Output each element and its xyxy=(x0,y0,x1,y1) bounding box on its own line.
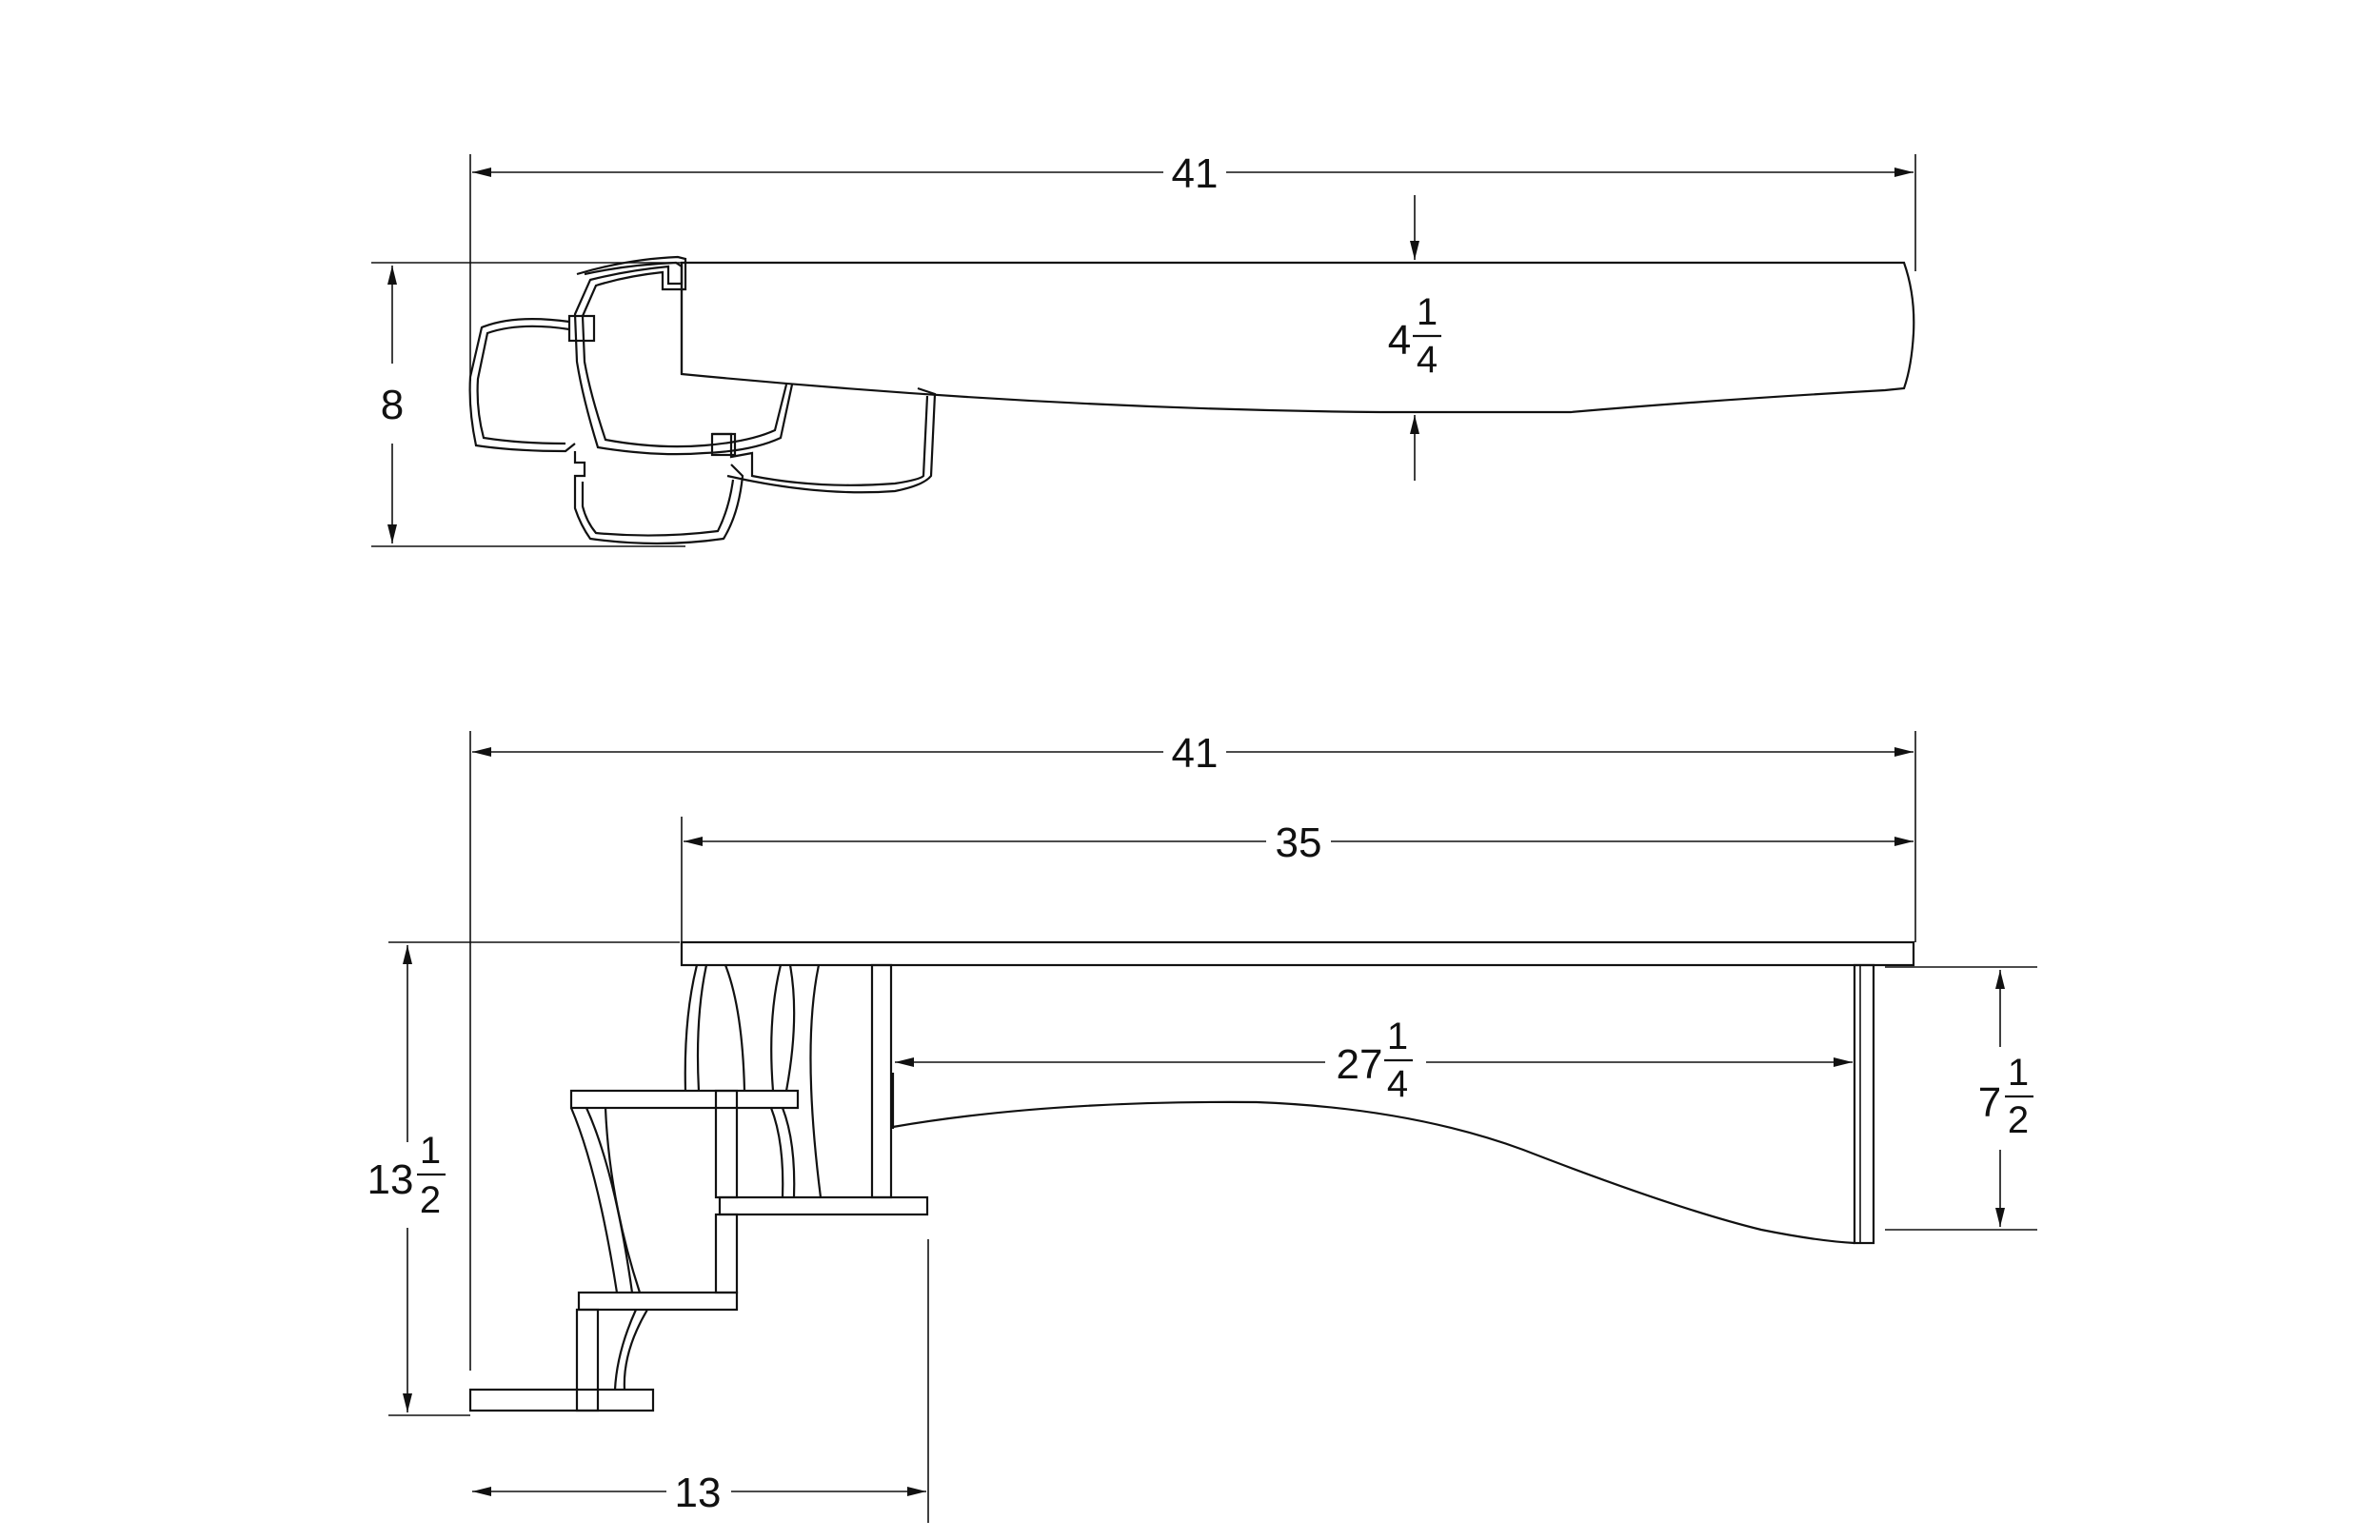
overall-height-denominator: 2 xyxy=(420,1179,441,1221)
board-top-outline xyxy=(680,261,1915,414)
top-overall-width-dimension: 8 xyxy=(381,266,404,543)
step-pads-top xyxy=(468,255,937,545)
side-overall-length-label: 41 xyxy=(1172,730,1219,777)
board-length-dimension: 35 xyxy=(684,819,1914,866)
overall-height-numerator: 1 xyxy=(420,1130,441,1172)
top-overall-length-dimension: 41 xyxy=(472,150,1914,197)
curved-bracket xyxy=(892,1100,1855,1245)
side-overall-length-dimension: 41 xyxy=(472,730,1914,777)
right-bracket-post xyxy=(1853,963,1875,1245)
overall-height-whole: 13 xyxy=(367,1156,414,1203)
inner-span-denominator: 4 xyxy=(1387,1063,1408,1105)
board-width-denominator: 4 xyxy=(1417,339,1438,381)
inner-span-whole: 27 xyxy=(1337,1041,1383,1088)
overall-height-dimension: 13 1 2 xyxy=(367,945,446,1412)
stepped-supports xyxy=(468,963,929,1412)
inner-span-numerator: 1 xyxy=(1387,1016,1408,1057)
board-width-dimension: 4 1 4 xyxy=(1382,195,1447,481)
bracket-height-denominator: 2 xyxy=(2008,1099,2029,1141)
board-length-label: 35 xyxy=(1276,819,1322,866)
bracket-height-dimension: 7 1 2 xyxy=(1978,970,2033,1227)
step-run-dimension: 13 xyxy=(472,1470,926,1516)
step-run-label: 13 xyxy=(675,1470,722,1516)
shelf-board-side xyxy=(680,940,1915,967)
board-width-whole: 4 xyxy=(1388,317,1411,364)
top-view: 41 8 4 1 4 xyxy=(371,150,1916,547)
board-width-numerator: 1 xyxy=(1417,291,1438,333)
top-overall-length-label: 41 xyxy=(1172,150,1219,197)
side-view: 41 35 27 1 4 7 xyxy=(367,730,2037,1523)
bracket-height-numerator: 1 xyxy=(2008,1052,2029,1094)
inner-span-dimension: 27 1 4 xyxy=(895,1016,1853,1105)
bracket-height-whole: 7 xyxy=(1978,1079,2001,1126)
top-overall-width-label: 8 xyxy=(381,382,404,428)
